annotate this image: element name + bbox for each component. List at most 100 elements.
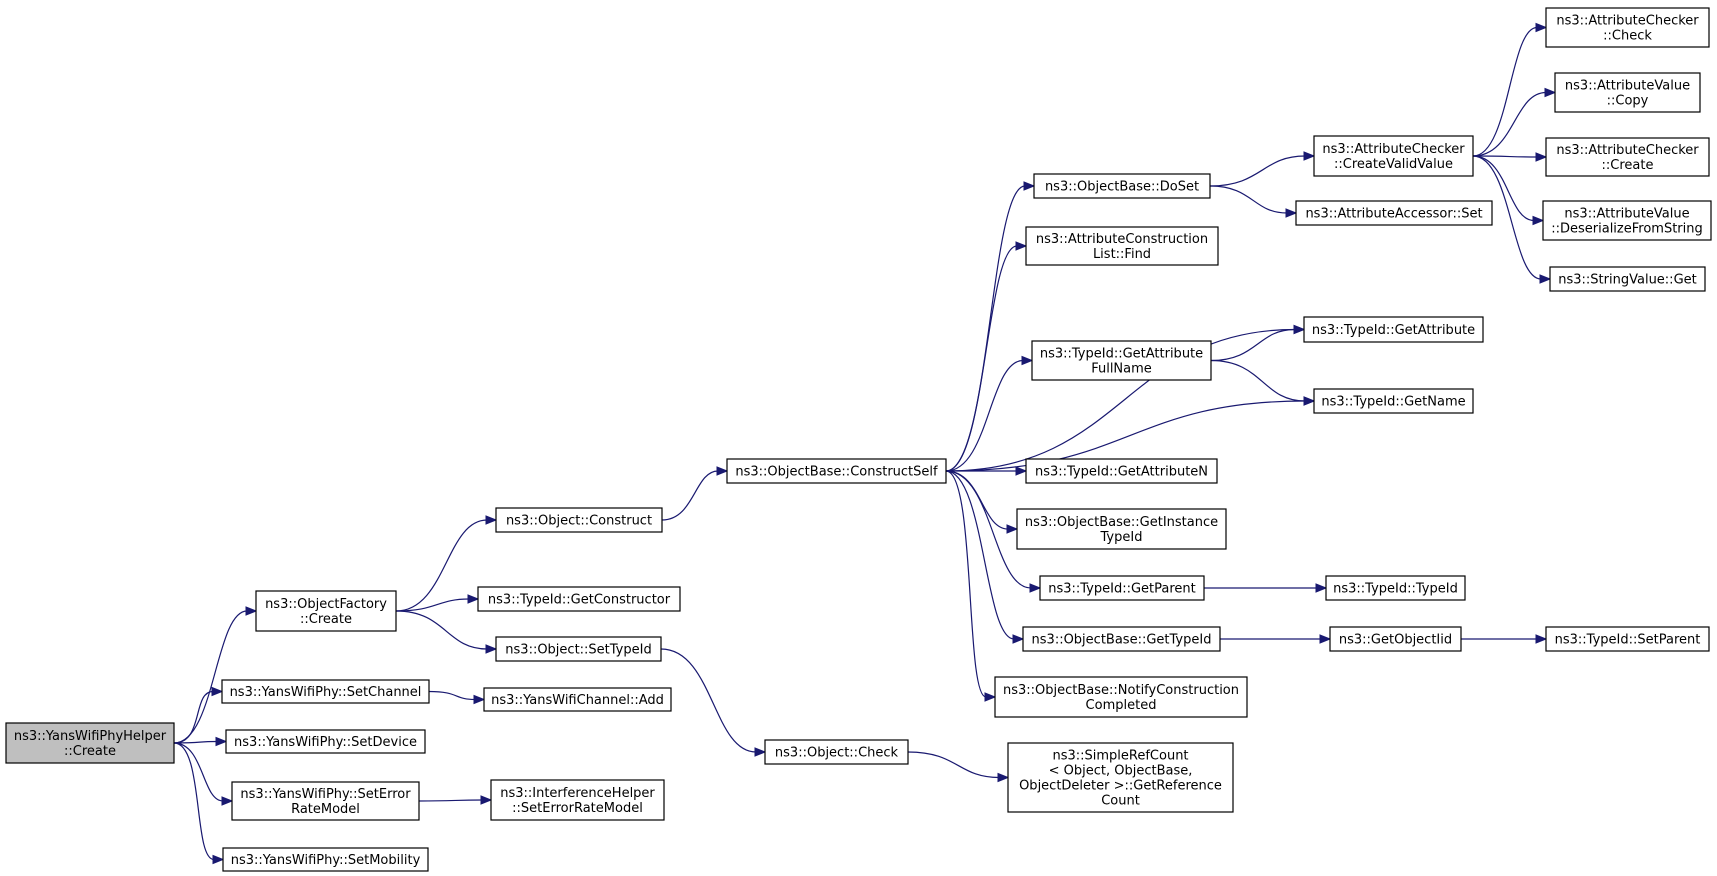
node-stringvalue-get-box[interactable] bbox=[1549, 266, 1706, 292]
node-stringvalue-get[interactable]: ns3::StringValue::Get bbox=[1549, 266, 1706, 292]
node-typeid-getconstructor[interactable]: ns3::TypeId::GetConstructor bbox=[477, 586, 681, 612]
edge-objectfactory-create-to-object-settypeid bbox=[395, 610, 488, 650]
node-interferencehelper-seterrorratemodel[interactable]: ns3::InterferenceHelper::SetErrorRateMod… bbox=[490, 779, 665, 821]
node-attributeconstructionlist-find-label-line: ns3::AttributeConstruction bbox=[1036, 232, 1208, 247]
edge-attributechecker-createvalidvalue-to-stringvalue-get bbox=[1472, 155, 1542, 280]
edge-yanswifiphyhelper-create-to-yanswifiphy-setdevice bbox=[173, 740, 218, 744]
node-yanswifiphy-seterrorratemodel[interactable]: ns3::YansWifiPhy::SetErrorRateModel bbox=[231, 781, 420, 821]
arrowhead bbox=[1303, 396, 1316, 406]
node-attributechecker-createvalidvalue-box[interactable] bbox=[1313, 135, 1474, 177]
node-typeid-typeid-box[interactable] bbox=[1325, 575, 1466, 601]
node-typeid-getattributen[interactable]: ns3::TypeId::GetAttributeN bbox=[1025, 458, 1218, 484]
node-object-check[interactable]: ns3::Object::Check bbox=[764, 739, 909, 765]
node-attributechecker-create-box[interactable] bbox=[1545, 137, 1710, 177]
node-typeid-setparent[interactable]: ns3::TypeId::SetParent bbox=[1545, 626, 1710, 652]
arrowhead bbox=[467, 594, 480, 604]
node-objectbase-gettypeid[interactable]: ns3::ObjectBase::GetTypeId bbox=[1022, 626, 1221, 652]
node-attributevalue-deserializefromstring-box[interactable] bbox=[1542, 200, 1712, 241]
node-interferencehelper-seterrorratemodel-box[interactable] bbox=[490, 779, 665, 821]
node-object-construct[interactable]: ns3::Object::Construct bbox=[495, 507, 663, 533]
edge-objectbase-doset-to-attributeaccessor-set bbox=[1209, 185, 1288, 214]
node-typeid-getattribute-box[interactable] bbox=[1303, 316, 1484, 343]
edge-objectfactory-create-to-typeid-getconstructor bbox=[395, 598, 470, 612]
node-typeid-getattributefullname-box[interactable] bbox=[1031, 340, 1212, 381]
node-getobjectiid-box[interactable] bbox=[1329, 626, 1462, 652]
edge-objectbase-constructself-to-typeid-getparent bbox=[945, 470, 1032, 589]
node-attributeconstructionlist-find-box[interactable] bbox=[1025, 226, 1219, 266]
node-objectbase-doset-box[interactable] bbox=[1033, 173, 1211, 199]
node-objectbase-notifyconstructioncompleted[interactable]: ns3::ObjectBase::NotifyConstructionCompl… bbox=[994, 676, 1248, 718]
node-yanswifiphy-setchannel[interactable]: ns3::YansWifiPhy::SetChannel bbox=[221, 679, 430, 704]
node-getobjectiid[interactable]: ns3::GetObjectIid bbox=[1329, 626, 1462, 652]
node-attributeaccessor-set[interactable]: ns3::AttributeAccessor::Set bbox=[1295, 200, 1493, 226]
node-simplerefcount-getreferencecount-label-line: ObjectDeleter >::GetReference bbox=[1019, 779, 1222, 794]
node-attributevalue-copy-label-line: ns3::AttributeValue bbox=[1565, 79, 1690, 94]
node-attributechecker-create[interactable]: ns3::AttributeChecker::Create bbox=[1545, 137, 1710, 177]
node-attributevalue-deserializefromstring-label-line: ns3::AttributeValue bbox=[1564, 207, 1689, 222]
node-simplerefcount-getreferencecount[interactable]: ns3::SimpleRefCount< Object, ObjectBase,… bbox=[1007, 742, 1234, 813]
node-object-settypeid[interactable]: ns3::Object::SetTypeId bbox=[495, 636, 662, 662]
node-typeid-getname[interactable]: ns3::TypeId::GetName bbox=[1313, 388, 1474, 414]
node-typeid-getattributen-box[interactable] bbox=[1025, 458, 1218, 484]
edge-object-check-to-simplerefcount-getreferencecount bbox=[907, 751, 1000, 779]
node-object-construct-box[interactable] bbox=[495, 507, 663, 533]
edge-objectbase-constructself-to-objectbase-doset bbox=[945, 185, 1026, 472]
node-yanswifichannel-add[interactable]: ns3::YansWifiChannel::Add bbox=[483, 687, 672, 712]
arrowhead bbox=[1015, 241, 1028, 251]
node-typeid-getattribute-label-line: ns3::TypeId::GetAttribute bbox=[1312, 323, 1475, 338]
node-yanswifiphy-setchannel-box[interactable] bbox=[221, 679, 430, 704]
node-yanswifiphy-setmobility-box[interactable] bbox=[222, 847, 429, 872]
node-yanswifiphy-setdevice[interactable]: ns3::YansWifiPhy::SetDevice bbox=[225, 729, 426, 754]
node-yanswifiphy-seterrorratemodel-label-line: ns3::YansWifiPhy::SetError bbox=[240, 787, 411, 802]
edge-attributechecker-createvalidvalue-to-attributevalue-copy bbox=[1472, 91, 1547, 157]
node-objectbase-notifyconstructioncompleted-box[interactable] bbox=[994, 676, 1248, 718]
node-yanswifiphyhelper-create-label-line: ::Create bbox=[64, 744, 116, 759]
node-objectbase-constructself[interactable]: ns3::ObjectBase::ConstructSelf bbox=[726, 458, 947, 484]
node-attributevalue-copy-box[interactable] bbox=[1554, 72, 1701, 113]
node-objectfactory-create[interactable]: ns3::ObjectFactory::Create bbox=[255, 590, 397, 632]
node-objectbase-getinstancetypeid-box[interactable] bbox=[1016, 508, 1227, 550]
node-typeid-getattribute[interactable]: ns3::TypeId::GetAttribute bbox=[1303, 316, 1484, 343]
node-attributechecker-check-box[interactable] bbox=[1545, 7, 1710, 48]
node-typeid-getname-box[interactable] bbox=[1313, 388, 1474, 414]
node-typeid-getparent-label-line: ns3::TypeId::GetParent bbox=[1048, 582, 1196, 597]
node-typeid-getparent-box[interactable] bbox=[1039, 575, 1205, 601]
node-attributechecker-createvalidvalue[interactable]: ns3::AttributeChecker::CreateValidValue bbox=[1313, 135, 1474, 177]
node-typeid-getconstructor-box[interactable] bbox=[477, 586, 681, 612]
node-yanswifichannel-add-box[interactable] bbox=[483, 687, 672, 712]
node-yanswifichannel-add-label-line: ns3::YansWifiChannel::Add bbox=[491, 693, 664, 708]
node-yanswifiphy-seterrorratemodel-label-line: RateModel bbox=[291, 802, 360, 817]
node-yanswifiphy-seterrorratemodel-box[interactable] bbox=[231, 781, 420, 821]
edges-layer bbox=[173, 22, 1557, 865]
edge-objectbase-constructself-to-objectbase-gettypeid bbox=[945, 470, 1015, 640]
node-typeid-getparent[interactable]: ns3::TypeId::GetParent bbox=[1039, 575, 1205, 601]
node-yanswifiphyhelper-create-label-line: ns3::YansWifiPhyHelper bbox=[14, 729, 167, 744]
edge-typeid-getattributefullname-to-typeid-getattribute bbox=[1210, 328, 1296, 362]
node-object-settypeid-box[interactable] bbox=[495, 636, 662, 662]
arrowhead bbox=[485, 644, 498, 654]
node-typeid-setparent-box[interactable] bbox=[1545, 626, 1710, 652]
node-objectbase-gettypeid-box[interactable] bbox=[1022, 626, 1221, 652]
node-attributevalue-copy[interactable]: ns3::AttributeValue::Copy bbox=[1554, 72, 1701, 113]
arrowhead bbox=[1544, 87, 1557, 98]
node-objectbase-constructself-box[interactable] bbox=[726, 458, 947, 484]
node-objectfactory-create-box[interactable] bbox=[255, 590, 397, 632]
node-typeid-getattributen-label-line: ns3::TypeId::GetAttributeN bbox=[1035, 465, 1208, 480]
node-typeid-typeid[interactable]: ns3::TypeId::TypeId bbox=[1325, 575, 1466, 601]
node-objectbase-doset[interactable]: ns3::ObjectBase::DoSet bbox=[1033, 173, 1211, 199]
node-typeid-getconstructor-label-line: ns3::TypeId::GetConstructor bbox=[488, 593, 671, 608]
node-object-check-box[interactable] bbox=[764, 739, 909, 765]
arrowhead bbox=[480, 795, 493, 805]
node-yanswifiphy-setdevice-box[interactable] bbox=[225, 729, 426, 754]
node-yanswifiphyhelper-create-box[interactable] bbox=[5, 722, 175, 764]
node-attributevalue-deserializefromstring[interactable]: ns3::AttributeValue::DeserializeFromStri… bbox=[1542, 200, 1712, 241]
node-yanswifiphyhelper-create[interactable]: ns3::YansWifiPhyHelper::Create bbox=[5, 722, 175, 764]
node-yanswifiphy-setmobility[interactable]: ns3::YansWifiPhy::SetMobility bbox=[222, 847, 429, 872]
arrowhead bbox=[1006, 524, 1019, 534]
node-simplerefcount-getreferencecount-box[interactable] bbox=[1007, 742, 1234, 813]
node-attributechecker-check[interactable]: ns3::AttributeChecker::Check bbox=[1545, 7, 1710, 48]
node-attributeaccessor-set-box[interactable] bbox=[1295, 200, 1493, 226]
